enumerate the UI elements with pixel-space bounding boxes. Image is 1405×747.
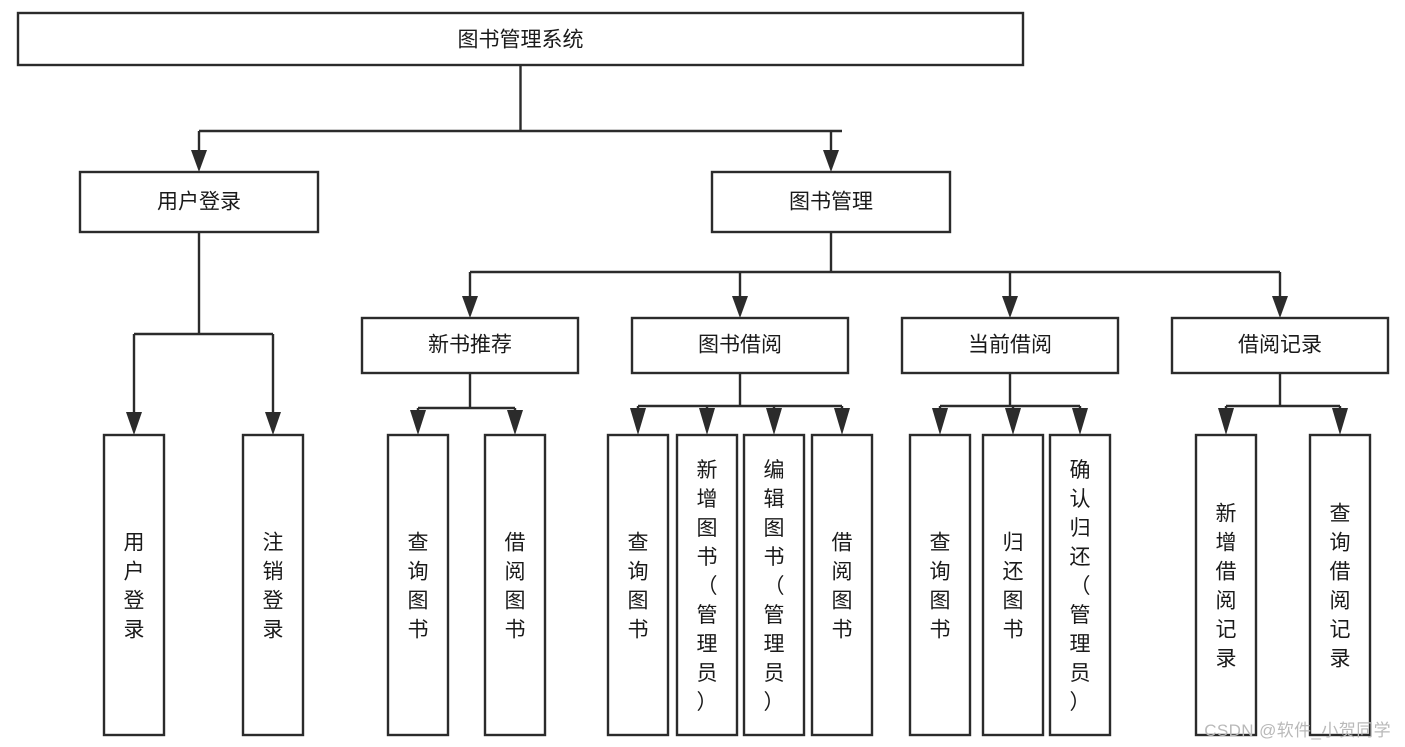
arrow-head-leaf-confirm-return: [1072, 408, 1088, 435]
node-leaf-borrow-book-rec-box[interactable]: [483, 433, 547, 737]
arrow-head-new-book-recommend: [462, 296, 478, 318]
node-leaf-user-login-label: 用户登录: [124, 532, 145, 642]
node-current-borrow-box[interactable]: [900, 316, 1120, 375]
node-leaf-borrow-book-label: 借阅图书: [832, 532, 853, 642]
node-leaf-query-book-rec-label: 查询图书: [408, 532, 429, 642]
node-leaf-add-borrow-record-label: 新增借阅记录: [1216, 503, 1237, 671]
node-leaf-query-book-borrow-box[interactable]: [606, 433, 670, 737]
node-leaf-confirm-return[interactable]: 确认归还（管理员）: [1048, 433, 1112, 737]
node-leaf-confirm-return-label: 确认归还（管理员）: [1070, 459, 1091, 714]
node-leaf-query-book-current-box[interactable]: [908, 433, 972, 737]
node-leaf-query-borrow-record-box[interactable]: [1308, 433, 1372, 737]
node-leaf-user-login-box[interactable]: [102, 433, 166, 737]
node-user-login[interactable]: 用户登录: [78, 170, 320, 234]
node-book-borrow-box[interactable]: [630, 316, 850, 375]
node-root-box[interactable]: [16, 11, 1025, 67]
node-leaf-return-book-box[interactable]: [981, 433, 1045, 737]
arrow-head-leaf-borrow-book-rec: [507, 410, 523, 435]
leaf-node-group: 用户登录 注销登录 查询图书 借阅图书 查询图书 新增图书（管理员）: [102, 433, 1372, 737]
arrow-head-leaf-user-logout: [265, 412, 281, 435]
node-leaf-return-book[interactable]: 归还图书: [981, 433, 1045, 737]
node-borrow-record[interactable]: 借阅记录: [1170, 316, 1390, 375]
connector-layer: [126, 65, 1348, 435]
node-book-borrow[interactable]: 图书借阅: [630, 316, 850, 375]
node-root-label: 图书管理系统: [458, 29, 584, 52]
arrow-head-leaf-return-book: [1005, 408, 1021, 435]
csdn-watermark: CSDN @软件_小贺同学: [1204, 721, 1391, 740]
arrow-head-book-borrow: [732, 296, 748, 318]
node-user-login-box[interactable]: [78, 170, 320, 234]
node-leaf-add-book[interactable]: 新增图书（管理员）: [675, 433, 739, 737]
node-leaf-query-borrow-record[interactable]: 查询借阅记录: [1308, 433, 1372, 737]
node-leaf-edit-book-box[interactable]: [742, 433, 806, 737]
node-new-book-recommend[interactable]: 新书推荐: [360, 316, 580, 375]
node-leaf-confirm-return-box[interactable]: [1048, 433, 1112, 737]
node-user-login-label: 用户登录: [157, 191, 241, 214]
node-leaf-query-book-borrow[interactable]: 查询图书: [606, 433, 670, 737]
node-leaf-add-book-label: 新增图书（管理员）: [697, 459, 718, 714]
node-leaf-query-book-rec-box[interactable]: [386, 433, 450, 737]
node-leaf-add-book-box[interactable]: [675, 433, 739, 737]
arrow-head-leaf-query-book-current: [932, 408, 948, 435]
arrow-head-user-login: [191, 150, 207, 172]
node-leaf-user-logout[interactable]: 注销登录: [241, 433, 305, 737]
node-leaf-user-login[interactable]: 用户登录: [102, 433, 166, 737]
arrow-head-leaf-user-login: [126, 412, 142, 435]
arrow-head-leaf-query-book-borrow: [630, 408, 646, 435]
node-leaf-user-logout-box[interactable]: [241, 433, 305, 737]
node-borrow-record-label: 借阅记录: [1238, 334, 1322, 357]
node-book-manage[interactable]: 图书管理: [710, 170, 952, 234]
node-new-book-recommend-box[interactable]: [360, 316, 580, 375]
node-borrow-record-box[interactable]: [1170, 316, 1390, 375]
arrow-head-leaf-query-borrow-record: [1332, 408, 1348, 435]
arrow-head-leaf-add-borrow-record: [1218, 408, 1234, 435]
node-current-borrow-label: 当前借阅: [968, 334, 1052, 357]
node-leaf-borrow-book[interactable]: 借阅图书: [810, 433, 874, 737]
node-leaf-query-book-current[interactable]: 查询图书: [908, 433, 972, 737]
node-leaf-edit-book[interactable]: 编辑图书（管理员）: [742, 433, 806, 737]
arrow-head-leaf-edit-book: [766, 408, 782, 435]
node-leaf-borrow-book-rec-label: 借阅图书: [505, 532, 526, 642]
node-leaf-query-book-current-label: 查询图书: [930, 532, 951, 642]
node-new-book-recommend-label: 新书推荐: [428, 334, 512, 357]
node-leaf-user-logout-label: 注销登录: [263, 532, 284, 642]
node-book-borrow-label: 图书借阅: [698, 334, 782, 357]
node-leaf-query-book-borrow-label: 查询图书: [628, 532, 649, 642]
node-leaf-query-borrow-record-label: 查询借阅记录: [1330, 503, 1351, 671]
arrow-head-leaf-add-book: [699, 408, 715, 435]
node-leaf-add-borrow-record[interactable]: 新增借阅记录: [1194, 433, 1258, 737]
arrow-head-current-borrow: [1002, 296, 1018, 318]
node-leaf-edit-book-label: 编辑图书（管理员）: [764, 459, 785, 714]
node-book-manage-label: 图书管理: [789, 191, 873, 214]
node-book-manage-box[interactable]: [710, 170, 952, 234]
arrow-head-book-manage: [823, 150, 839, 172]
node-leaf-borrow-book-rec[interactable]: 借阅图书: [483, 433, 547, 737]
node-current-borrow[interactable]: 当前借阅: [900, 316, 1120, 375]
arrow-head-leaf-borrow-book: [834, 408, 850, 435]
node-root[interactable]: 图书管理系统: [16, 11, 1025, 67]
arrow-head-borrow-record: [1272, 296, 1288, 318]
node-leaf-return-book-label: 归还图书: [1003, 532, 1024, 642]
node-leaf-add-borrow-record-box[interactable]: [1194, 433, 1258, 737]
node-leaf-query-book-rec[interactable]: 查询图书: [386, 433, 450, 737]
arrow-head-leaf-query-book-rec: [410, 410, 426, 435]
node-leaf-borrow-book-box[interactable]: [810, 433, 874, 737]
